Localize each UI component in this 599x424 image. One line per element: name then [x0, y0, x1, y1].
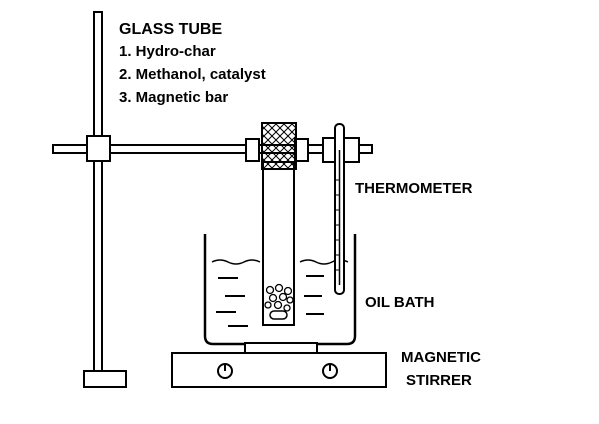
glass-tube-item-3: 3. Magnetic bar: [119, 89, 229, 106]
tube-stopper: [261, 122, 297, 170]
hydro-char-particles: [264, 283, 294, 312]
magnetic-stirrer-label-line-1: MAGNETIC: [401, 349, 481, 366]
oil-dashes: [216, 275, 324, 327]
boss-head: [86, 135, 111, 162]
stirrer-knob-left: [217, 363, 233, 379]
magnetic-stirrer-label-line-2: STIRRER: [406, 372, 472, 389]
glass-tube-item-2: 2. Methanol, catalyst: [119, 66, 266, 83]
stand-base: [83, 370, 127, 388]
stirrer-top-plate: [244, 342, 318, 354]
stirrer-knob-right: [322, 363, 338, 379]
glass-tube-label: GLASS TUBE: [119, 21, 223, 38]
thermometer-label: THERMOMETER: [355, 180, 473, 197]
thermometer-ticks: [336, 179, 340, 271]
oil-bath-label: OIL BATH: [365, 294, 435, 311]
stand-rod: [93, 11, 103, 372]
magnetic-bar: [269, 310, 288, 320]
stirrer-body: [171, 352, 387, 388]
tube-clamp-left: [245, 138, 260, 162]
glass-tube-item-1: 1. Hydro-char: [119, 43, 216, 60]
clamp-rod: [52, 144, 373, 154]
